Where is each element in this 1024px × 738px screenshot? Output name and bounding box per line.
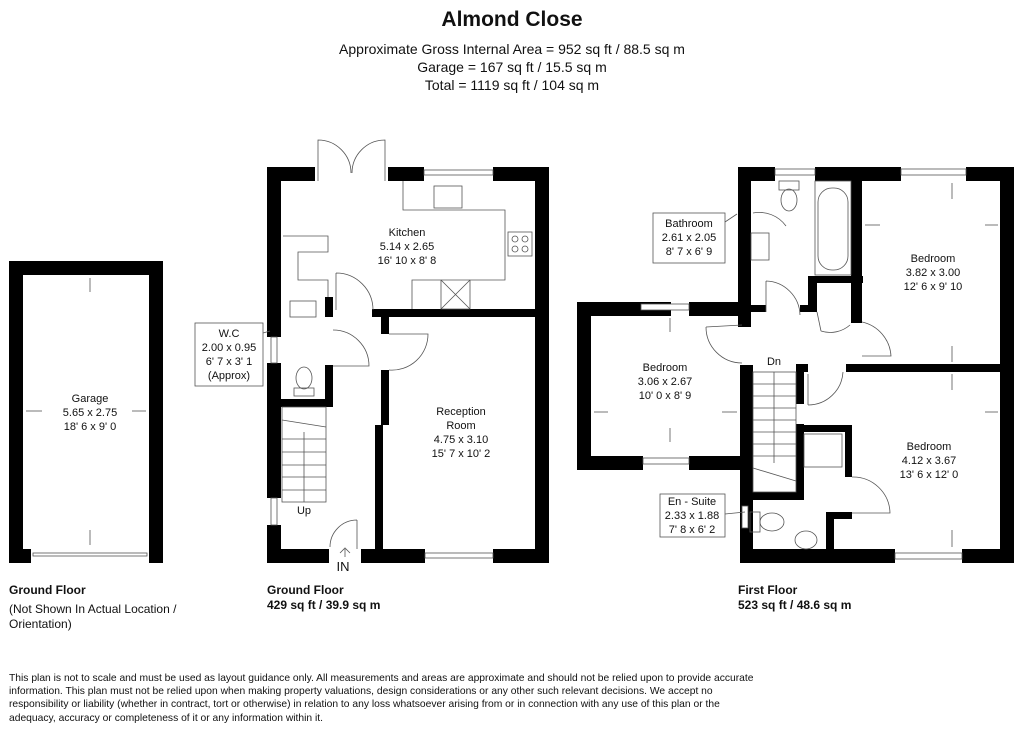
toilet-icon (295, 366, 313, 390)
bedroom-1-window (900, 168, 967, 176)
ground-floor-name: Ground Floor (267, 583, 344, 597)
entrance-label: IN (337, 559, 350, 574)
page-title: Almond Close (441, 8, 583, 31)
en-suite-metric: 2.33 x 1.88 (665, 510, 719, 522)
garage-imperial: 18' 6 x 9' 0 (64, 421, 117, 433)
garage-floor-note-1: (Not Shown In Actual Location / (9, 602, 177, 616)
en-suite-imperial: 7' 8 x 6' 2 (669, 524, 715, 536)
kitchen-imperial: 16' 10 x 8' 8 (378, 255, 437, 267)
en-suite-toilet-icon (759, 512, 785, 532)
hall-window (270, 497, 278, 526)
bedroom-3-label: Bedroom (907, 441, 952, 453)
reception-label-2: Room (446, 420, 475, 432)
bedroom-3-imperial: 13' 6 x 12' 0 (900, 469, 959, 481)
bathroom-window (774, 168, 816, 176)
en-suite-window (741, 505, 749, 529)
en-suite-basin-icon (794, 530, 818, 550)
bedroom-2-window-bottom (642, 457, 690, 465)
wc-label-box: W.C 2.00 x 0.95 6' 7 x 3' 1 (Approx) (194, 322, 271, 387)
reception-label-1: Reception (436, 406, 486, 418)
garage-metric: 5.65 x 2.75 (63, 407, 117, 419)
reception-door (388, 333, 429, 371)
bathroom-basin-icon (750, 232, 770, 261)
en-suite-label: En - Suite (668, 496, 716, 508)
stairs-down (752, 371, 797, 493)
bedroom-1-metric: 3.82 x 3.00 (906, 267, 960, 279)
gross-internal-area: Approximate Gross Internal Area = 952 sq… (339, 41, 685, 57)
first-floor-name: First Floor (738, 583, 798, 597)
bedroom-1-cupboard-door (816, 311, 851, 333)
reception-window (424, 552, 494, 559)
bedroom-3-window (894, 552, 963, 560)
stairs-up-label: Up (297, 505, 311, 517)
disclaimer: This plan is not to scale and must be us… (9, 673, 754, 724)
front-door (329, 519, 358, 549)
bathroom-imperial: 8' 7 x 6' 9 (666, 246, 712, 258)
bathroom-door (765, 280, 801, 316)
garage-door (32, 552, 148, 557)
bathroom-label-box: Bathroom 2.61 x 2.05 8' 7 x 6' 9 (652, 212, 738, 264)
bedroom-3-metric: 4.12 x 3.67 (902, 455, 956, 467)
kitchen-door (335, 272, 374, 311)
kitchen-metric: 5.14 x 2.65 (380, 241, 434, 253)
wc-note: (Approx) (208, 370, 250, 382)
french-doors (317, 139, 386, 181)
wc-imperial: 6' 7 x 3' 1 (206, 356, 252, 368)
garage-area: Garage = 167 sq ft / 15.5 sq m (417, 59, 607, 75)
garage-floor-note-2: Orientation) (9, 617, 72, 631)
stairs-down-label: Dn (767, 356, 781, 368)
kitchen-sink-icon (433, 185, 463, 209)
wc-label: W.C (219, 328, 240, 340)
ground-floor-area: 429 sq ft / 39.9 sq m (267, 598, 381, 612)
total-area: Total = 1119 sq ft / 104 sq m (424, 77, 600, 93)
wc-window (270, 336, 278, 364)
garage-label: Garage (72, 393, 109, 405)
stairs-up (281, 406, 327, 503)
wc-metric: 2.00 x 0.95 (202, 342, 256, 354)
en-suite-label-box: En - Suite 2.33 x 1.88 7' 8 x 6' 2 (659, 493, 746, 538)
en-suite-door (851, 476, 891, 514)
first-floor-plan: Dn Bedroom 3.82 x 3.00 12' 6 x 9' 10 Bed… (577, 167, 1014, 563)
bathroom-toilet-icon (780, 188, 798, 212)
reception-imperial: 15' 7 x 10' 2 (432, 448, 491, 460)
bedroom-1-imperial: 12' 6 x 9' 10 (904, 281, 963, 293)
bedroom-2-metric: 3.06 x 2.67 (638, 376, 692, 388)
bedroom-1-door (861, 321, 892, 357)
entrance-arrow-icon (339, 547, 351, 557)
kitchen-window (423, 169, 494, 176)
garage-plan: Garage 5.65 x 2.75 18' 6 x 9' 0 (9, 261, 163, 563)
bathroom-metric: 2.61 x 2.05 (662, 232, 716, 244)
bedroom-2-door (705, 324, 743, 364)
ground-floor-plan: Kitchen 5.14 x 2.65 16' 10 x 8' 8 Up IN … (267, 139, 549, 574)
bedroom-2-label: Bedroom (643, 362, 688, 374)
first-floor-area: 523 sq ft / 48.6 sq m (738, 598, 852, 612)
bedroom-2-imperial: 10' 0 x 8' 9 (639, 390, 692, 402)
bedroom-2-window-top (640, 303, 690, 311)
wc-basin-icon (289, 300, 317, 318)
bath-icon (817, 187, 849, 271)
kitchen-label: Kitchen (389, 227, 426, 239)
bedroom-1-label: Bedroom (911, 253, 956, 265)
garage-floor-name: Ground Floor (9, 583, 86, 597)
bedroom-3-door (807, 371, 844, 406)
reception-metric: 4.75 x 3.10 (434, 434, 488, 446)
hob-icon (507, 231, 533, 257)
bathroom-label: Bathroom (665, 218, 713, 230)
shower-icon (803, 433, 843, 468)
